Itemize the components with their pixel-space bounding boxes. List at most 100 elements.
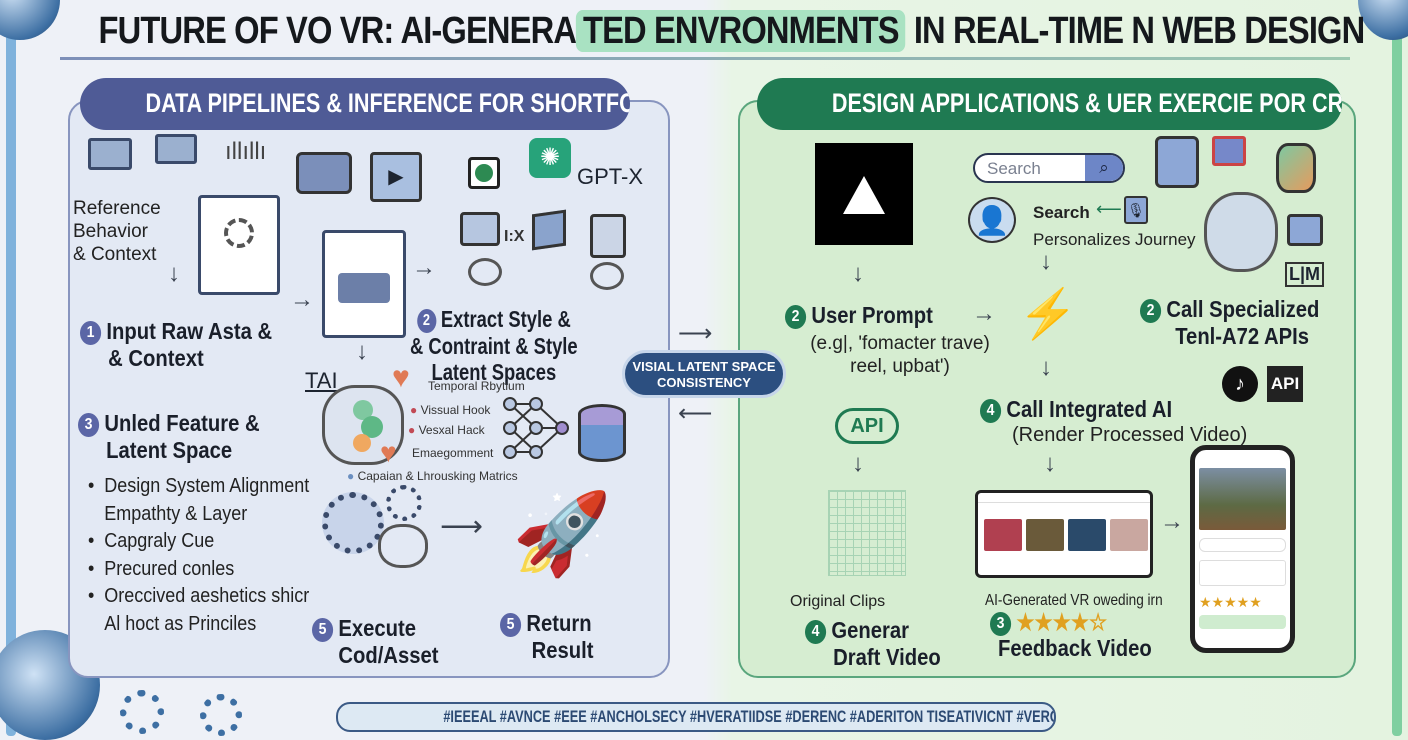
step-text: Latent Spaces (431, 359, 557, 385)
step-text: Cod/Asset (338, 642, 439, 668)
bullet-dot: • (88, 585, 95, 607)
heart-icon: ♥ (380, 437, 397, 468)
brain-icon (378, 524, 428, 568)
metric-label: Emaegomment (412, 446, 494, 460)
arrow-left-icon: ⟵ (1096, 199, 1122, 219)
laptop-screen-preview (975, 490, 1153, 578)
metric-text: Vissual Hook (420, 403, 491, 417)
reference-line: Behavior (73, 221, 148, 242)
render-processed-label: (Render Processed Video) (1012, 424, 1248, 446)
step-text: Call Integrated AI (1006, 396, 1173, 422)
step-number: 5 (312, 618, 334, 642)
search-icon[interactable]: ⌕ (1085, 155, 1123, 181)
ix-label: I:X (504, 228, 525, 245)
search-label: Search (1033, 203, 1090, 222)
reference-label: Reference Behavior & Context (73, 197, 161, 266)
arrow-right-icon: → (1160, 508, 1184, 535)
bullet-text: Design System Alignment (104, 475, 310, 497)
arrow-down-icon: ↓ (852, 260, 864, 287)
shield-logo-icon (1212, 136, 1246, 166)
app-logo-icon (468, 157, 500, 189)
feature-bullet: •Capgraly Cue (88, 530, 309, 558)
api-cloud-text: API (850, 415, 884, 437)
step-text: Tenl-A72 APIs (1175, 323, 1310, 349)
step-number: 3 (78, 413, 100, 437)
arrow-down-icon: ↓ (1040, 248, 1052, 275)
feature-bullet: Al hoct as Princiles (88, 613, 309, 641)
metric-label: ● Capaian & Lhrousking Matrics (347, 469, 518, 483)
api-cloud-icon: API (835, 408, 899, 444)
left-header-text: DATA PIPELINES & INFERENCE FOR SHORTFORM (145, 88, 630, 118)
gear-icon (322, 492, 384, 554)
feature-bullet: Empathty & Layer (88, 503, 309, 531)
arrow-down-icon: ↓ (1040, 354, 1052, 381)
metric-text: Capaian & Lhrousking Matrics (357, 469, 518, 483)
latent-space-consistency-badge: VISIAL LATENT SPACE CONSISTENCY (622, 350, 786, 398)
video-thumbnail (1068, 519, 1106, 551)
prompt-line: reel, upbat') (850, 356, 950, 377)
typewriter-document-icon (322, 230, 406, 338)
lens-icon (1358, 0, 1408, 40)
step-number: 4 (980, 399, 1002, 423)
database-gear-icon (578, 404, 626, 462)
heart-icon: ♥ (392, 361, 410, 394)
video-thumbnail (984, 519, 1022, 551)
step-text: Return (526, 610, 592, 636)
step-text: & Contraint & Style (410, 333, 578, 359)
bullet-dot: • (88, 557, 95, 580)
original-clips-label: Original Clips (790, 593, 886, 610)
metric-label: Temporal Rbytium (428, 379, 525, 393)
gear-icon (200, 694, 242, 736)
bullet-text: Oreccived aeshetics shicr (104, 585, 310, 607)
database-rack-icon (590, 214, 626, 258)
brain-icon (590, 262, 624, 290)
video-clip-icon (88, 138, 132, 170)
lens-icon (0, 0, 60, 40)
microphone-icon: 🎙 (1124, 196, 1148, 224)
3d-polyhedron-icon (1276, 143, 1316, 193)
left-frame (6, 0, 16, 736)
bullet-text: Empathty & Layer (104, 502, 248, 525)
feature-bullet: • Oreccived aeshetics shicr (88, 585, 309, 613)
step-text: Execute (338, 615, 417, 641)
hashtag-bar: #IEEEAL #AVNCE #EEE #ANCHOLSECY #HVERATI… (336, 702, 1056, 732)
video-thumbnail (1026, 519, 1064, 551)
llm-label: L|M (1285, 262, 1325, 287)
step-text: Extract Style & (440, 306, 571, 332)
search-input[interactable]: Search ⌕ (973, 153, 1125, 183)
server-icon (460, 212, 500, 246)
hashtag-text: #IEEEAL #AVNCE #EEE #ANCHOLSECY #HVERATI… (443, 707, 1056, 726)
step-text: Latent Space (106, 437, 233, 463)
arrow-down-icon: ↓ (852, 450, 864, 477)
arrow-right-icon: → (972, 300, 996, 327)
api-badge: API (1267, 366, 1303, 402)
video-clip-icon (155, 134, 197, 164)
metric-text: Vesxal Hack (418, 423, 485, 437)
step-number: 2 (1140, 299, 1162, 323)
arrow-down-icon: ↓ (356, 338, 368, 365)
gpt-label: GPT-X (577, 164, 644, 189)
projector-icon (1287, 214, 1323, 246)
openai-logo-icon: ✺ (529, 138, 571, 178)
step-text: Generar (831, 617, 910, 643)
neural-network-icon (503, 397, 569, 459)
arrow-right-icon: ⟶ (440, 510, 484, 543)
bullet-dot: • (88, 475, 95, 497)
title-part: IN REAL-TIME N WEB DESIGN (913, 10, 1365, 52)
rocket-icon: 🚀 (512, 489, 612, 578)
feature-bullet: • Design System Alignment (88, 475, 309, 503)
arrow-left-icon: ⟵ (678, 400, 713, 427)
audio-waveform-icon: ıllıllı (225, 138, 267, 165)
brain-network-icon (1204, 192, 1278, 272)
phone-preview: ★★★★★ (1190, 445, 1295, 653)
rating-stars: ★★★★★ (1199, 594, 1262, 610)
reference-line: Reference (73, 198, 161, 219)
